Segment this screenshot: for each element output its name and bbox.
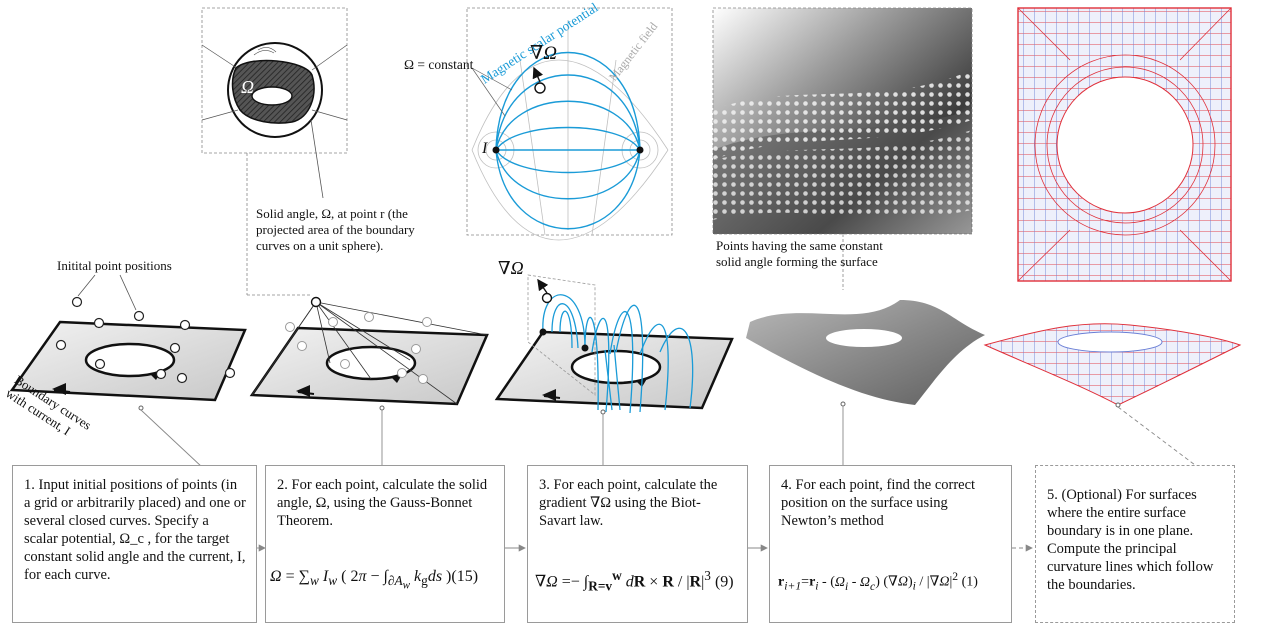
grad-omega-plane-label: ∇Ω bbox=[498, 258, 524, 278]
same-solid-angle-note: Points having the same constant solid an… bbox=[716, 238, 883, 269]
surface-5 bbox=[983, 323, 1242, 408]
magnetic-field-inset bbox=[466, 7, 673, 241]
plane-2 bbox=[249, 296, 489, 411]
equation-9: ∇Ω =− ∫R=vw dR × R / |R|3 (9) bbox=[535, 568, 734, 594]
equation-15: Ω = ∑w Iw ( 2π − ∫∂Aw kgds )(15) bbox=[270, 568, 479, 592]
plane-1 bbox=[9, 274, 247, 411]
equation-1-ref: (1) bbox=[961, 574, 978, 590]
equation-9-ref: (9) bbox=[714, 573, 734, 591]
step-1-box: 1. Input initial positions of points (in… bbox=[12, 465, 257, 623]
step-2-box: 2. For each point, calculate the solid a… bbox=[265, 465, 505, 623]
photo-inset bbox=[712, 7, 973, 290]
step-3-text: 3. For each point, calculate the gradien… bbox=[539, 477, 718, 529]
step-5-box: 5. (Optional) For surfaces where the ent… bbox=[1035, 465, 1235, 623]
grad-omega-inset-label: ∇Ω bbox=[530, 43, 558, 64]
step-4-box: 4. For each point, find the correct posi… bbox=[769, 465, 1012, 623]
solid-angle-inset bbox=[201, 7, 348, 296]
omega-constant-label: Ω = constant bbox=[404, 57, 474, 72]
equation-15-ref: (15) bbox=[451, 568, 479, 585]
step-4-text: 4. For each point, find the correct posi… bbox=[781, 477, 976, 529]
surface-4 bbox=[746, 300, 985, 407]
step-3-box: 3. For each point, calculate the gradien… bbox=[527, 465, 748, 623]
step-1-text: 1. Input initial positions of points (in… bbox=[24, 477, 246, 583]
equation-1: ri+1=ri - (Ωi - Ωc) (∇Ω)i / |∇Ω|2 (1) bbox=[778, 570, 978, 593]
step-5-text: 5. (Optional) For surfaces where the ent… bbox=[1047, 487, 1214, 593]
omega-symbol: Ω bbox=[241, 77, 255, 97]
solid-angle-note: Solid angle, Ω, at point r (the projecte… bbox=[256, 206, 415, 253]
step-2-text: 2. For each point, calculate the solid a… bbox=[277, 477, 488, 529]
plane-3 bbox=[494, 274, 734, 415]
curvature-inset bbox=[1017, 7, 1232, 282]
initial-positions-label: Initital point positions bbox=[57, 258, 172, 273]
current-i-label: I bbox=[482, 140, 488, 157]
